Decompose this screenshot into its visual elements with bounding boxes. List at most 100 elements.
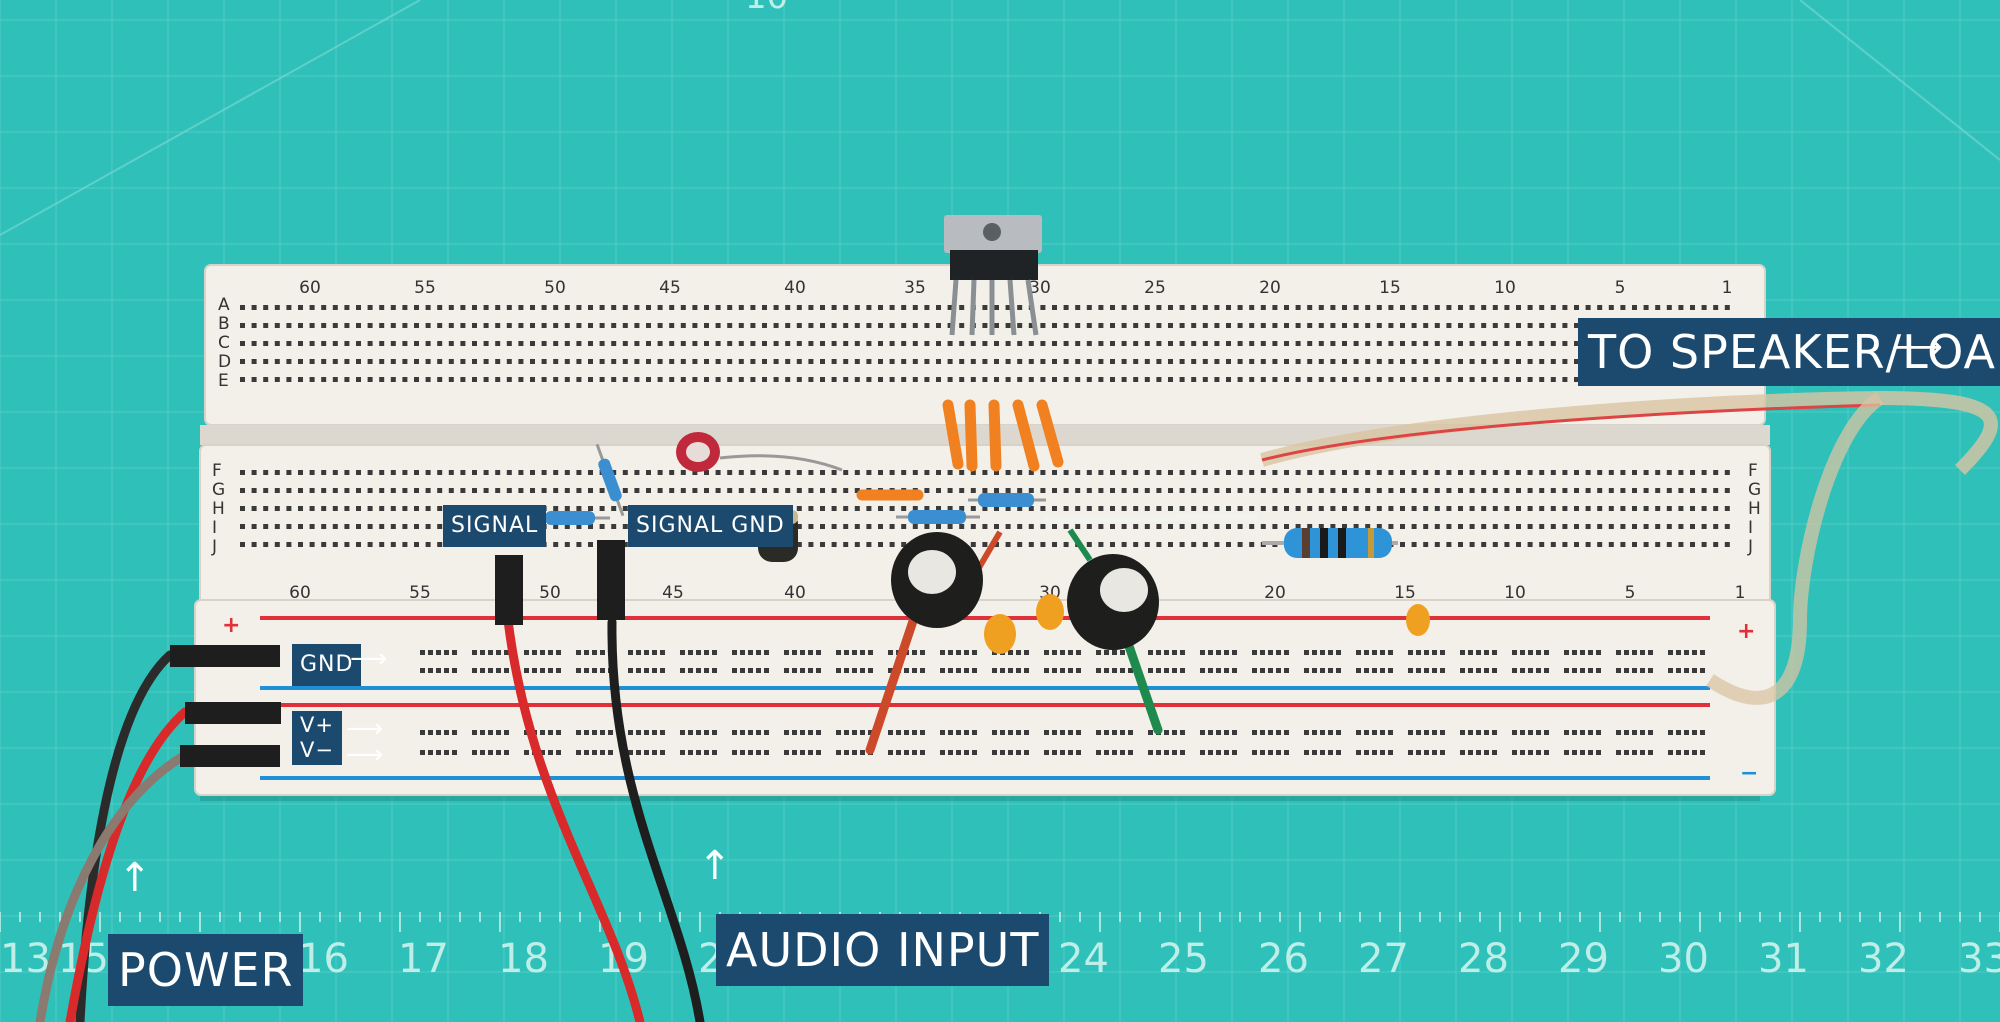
breadboard-hole xyxy=(1179,359,1185,364)
rail-hole xyxy=(1668,650,1673,655)
breadboard-hole xyxy=(402,542,408,547)
breadboard-hole xyxy=(309,377,315,382)
breadboard-hole xyxy=(1121,524,1127,529)
breadboard-hole xyxy=(808,542,814,547)
breadboard-hole xyxy=(1481,524,1487,529)
breadboard-hole xyxy=(947,524,953,529)
breadboard-hole xyxy=(1028,341,1034,346)
breadboard-hole xyxy=(263,323,269,328)
breadboard-hole xyxy=(854,341,860,346)
breadboard-hole xyxy=(1179,341,1185,346)
breadboard-hole xyxy=(541,323,547,328)
breadboard-hole xyxy=(1156,488,1162,493)
breadboard-hole xyxy=(298,524,303,529)
breadboard-hole xyxy=(1226,305,1231,310)
breadboard-hole xyxy=(1249,524,1255,529)
breadboard-hole xyxy=(622,488,628,493)
breadboard-hole xyxy=(251,506,257,511)
rail-hole xyxy=(1068,730,1073,735)
column-number: 20 xyxy=(1259,278,1281,298)
v-plus-label: V+ xyxy=(300,713,334,737)
breadboard-hole xyxy=(379,359,385,364)
rail-hole xyxy=(1276,668,1281,673)
breadboard-hole xyxy=(889,506,895,511)
breadboard-hole xyxy=(1632,488,1637,493)
rail-hole xyxy=(1260,668,1265,673)
breadboard-hole xyxy=(1040,359,1046,364)
breadboard-hole xyxy=(1272,323,1278,328)
breadboard-hole xyxy=(390,305,396,310)
breadboard-hole xyxy=(414,488,419,493)
breadboard-hole xyxy=(1040,524,1046,529)
breadboard-hole xyxy=(564,341,570,346)
breadboard-hole xyxy=(738,488,744,493)
breadboard-hole xyxy=(1318,470,1324,475)
rail-hole xyxy=(496,730,501,735)
breadboard-hole xyxy=(1400,488,1405,493)
breadboard-hole xyxy=(611,305,617,310)
rail-hole xyxy=(592,750,597,755)
rail-hole xyxy=(1700,750,1705,755)
column-number: 55 xyxy=(409,583,431,603)
rail-hole xyxy=(904,730,909,735)
rail-hole xyxy=(860,730,865,735)
rail-hole xyxy=(1232,750,1237,755)
rail-hole xyxy=(1572,730,1577,735)
rail-hole xyxy=(1512,650,1517,655)
rail-hole xyxy=(420,750,425,755)
rail-hole xyxy=(1148,730,1153,735)
rail-hole xyxy=(1640,650,1645,655)
breadboard-hole xyxy=(1643,305,1649,310)
rail-hole xyxy=(652,730,657,735)
breadboard-hole xyxy=(1376,323,1382,328)
rail-hole xyxy=(524,668,529,673)
breadboard-hole xyxy=(866,305,872,310)
column-number: 25 xyxy=(1144,278,1166,298)
rail-hole xyxy=(1052,750,1057,755)
breadboard-hole xyxy=(611,524,617,529)
breadboard-hole xyxy=(715,359,721,364)
rail-hole xyxy=(488,650,493,655)
breadboard-hole xyxy=(1446,524,1452,529)
breadboard-hole xyxy=(1168,542,1173,547)
breadboard-hole xyxy=(1179,506,1185,511)
breadboard-hole xyxy=(831,506,837,511)
breadboard-hole xyxy=(425,323,431,328)
breadboard-hole xyxy=(1434,488,1440,493)
rail-hole xyxy=(836,668,841,673)
ruler-number: 26 xyxy=(1258,936,1309,982)
breadboard-hole xyxy=(1214,359,1220,364)
breadboard-hole xyxy=(344,341,350,346)
breadboard-hole xyxy=(1342,524,1347,529)
rail-hole xyxy=(1388,750,1393,755)
rail-hole xyxy=(732,650,737,655)
breadboard-hole xyxy=(309,524,315,529)
breadboard-hole xyxy=(1133,470,1139,475)
breadboard-hole xyxy=(1504,524,1510,529)
breadboard-hole xyxy=(1052,359,1057,364)
rail-hole xyxy=(480,668,485,673)
rail-hole xyxy=(1616,650,1621,655)
breadboard-hole xyxy=(1260,305,1266,310)
breadboard-hole xyxy=(1643,524,1649,529)
breadboard-hole xyxy=(1423,470,1429,475)
breadboard-hole xyxy=(1492,506,1498,511)
rail-hole xyxy=(1200,668,1205,673)
breadboard-hole xyxy=(831,341,837,346)
breadboard-hole xyxy=(1516,488,1521,493)
rail-hole xyxy=(636,750,641,755)
rail-hole xyxy=(764,668,769,673)
breadboard-hole xyxy=(1226,488,1231,493)
breadboard-hole xyxy=(738,323,744,328)
breadboard-hole xyxy=(1272,470,1278,475)
breadboard-hole xyxy=(263,341,269,346)
breadboard-hole xyxy=(1098,305,1104,310)
breadboard-hole xyxy=(959,341,965,346)
rail-hole xyxy=(1044,730,1049,735)
breadboard-hole xyxy=(1504,506,1510,511)
rail-hole xyxy=(1564,650,1569,655)
breadboard-hole xyxy=(692,305,698,310)
breadboard-hole xyxy=(854,377,860,382)
breadboard-hole xyxy=(518,323,524,328)
breadboard-hole xyxy=(1342,470,1347,475)
